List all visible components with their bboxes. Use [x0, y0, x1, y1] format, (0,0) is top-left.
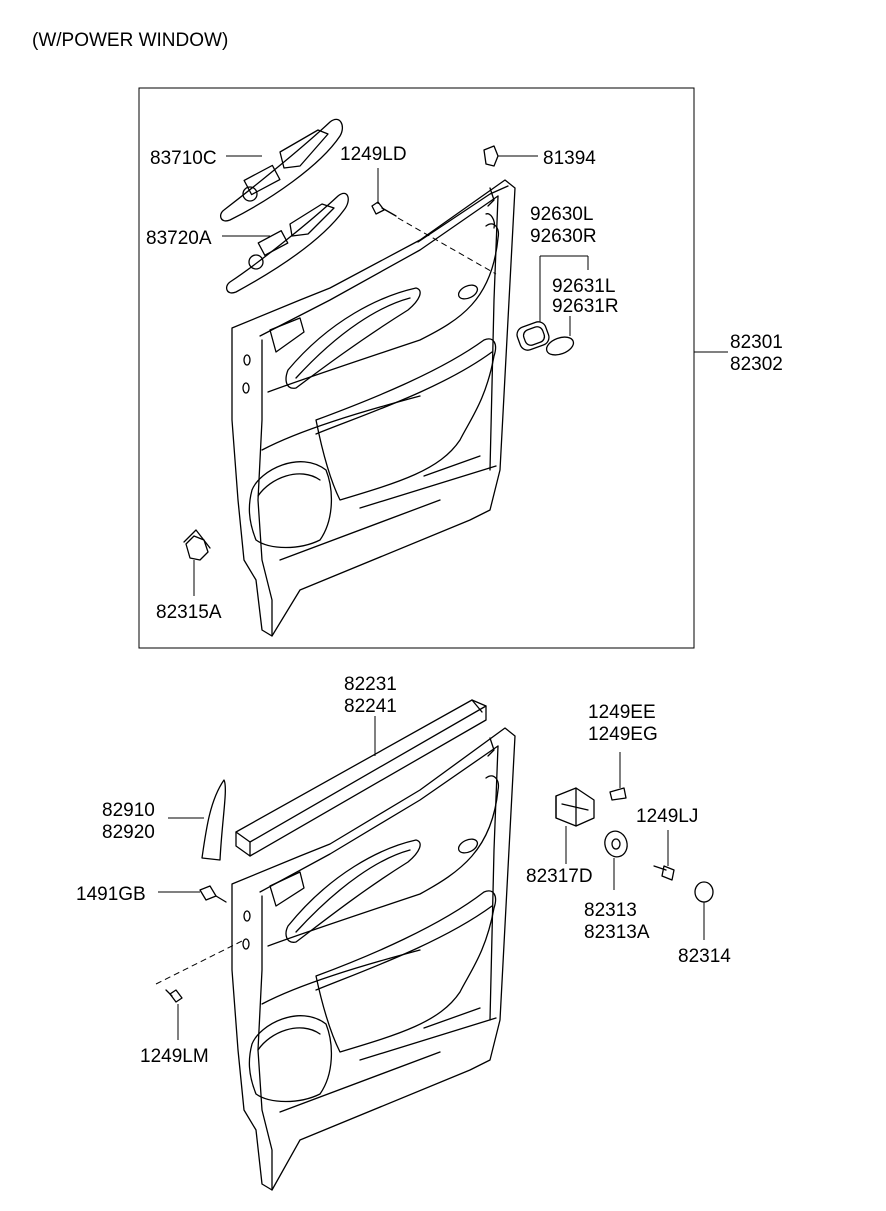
upper-assembly-frame	[138, 87, 695, 649]
label-82241: 82241	[344, 696, 397, 717]
clip-82315A	[183, 529, 211, 596]
label-92630L: 92630L	[530, 204, 593, 225]
label-82317D: 82317D	[526, 866, 593, 887]
diagram-header: (W/POWER WINDOW)	[32, 30, 228, 51]
label-1491GB: 1491GB	[76, 884, 146, 905]
trim-strip-82910	[168, 779, 226, 861]
label-92631L: 92631L	[552, 276, 615, 297]
label-92631R: 92631R	[552, 296, 619, 317]
clip-81394	[483, 145, 538, 167]
label-83720A: 83720A	[146, 228, 212, 249]
plug-82314	[694, 881, 714, 940]
label-82231: 82231	[344, 674, 397, 695]
bracket-82317D	[555, 787, 595, 864]
courtesy-lamp-92630	[516, 255, 589, 351]
label-92630R: 92630R	[530, 226, 597, 247]
washer-82313	[604, 830, 628, 890]
label-82910: 82910	[102, 800, 155, 821]
label-82315A: 82315A	[156, 602, 222, 623]
switch-bezel-83720A	[225, 192, 349, 294]
label-1249EG: 1249EG	[588, 724, 658, 745]
label-1249LJ: 1249LJ	[636, 806, 698, 827]
screw-1249EE	[609, 752, 627, 801]
label-82302: 82302	[730, 354, 783, 375]
switch-bezel-83710C	[219, 118, 344, 222]
fastener-1491GB	[158, 885, 227, 903]
screw-1249LJ	[653, 830, 675, 881]
label-1249LD: 1249LD	[340, 144, 407, 165]
screw-1249LM	[155, 939, 245, 1040]
label-82920: 82920	[102, 822, 155, 843]
weatherstrip-82231	[235, 699, 487, 857]
label-1249LM: 1249LM	[140, 1046, 209, 1067]
label-82301: 82301	[730, 332, 783, 353]
label-81394: 81394	[543, 148, 596, 169]
label-82313: 82313	[584, 900, 637, 921]
label-83710C: 83710C	[150, 148, 217, 169]
door-trim-panel-upper	[231, 179, 516, 637]
lamp-lens-92631	[545, 316, 575, 356]
label-82314: 82314	[678, 946, 731, 967]
label-1249EE: 1249EE	[588, 702, 656, 723]
label-82313A: 82313A	[584, 922, 650, 943]
screw-1249LD	[371, 168, 497, 275]
door-trim-panel-lower	[231, 727, 516, 1191]
